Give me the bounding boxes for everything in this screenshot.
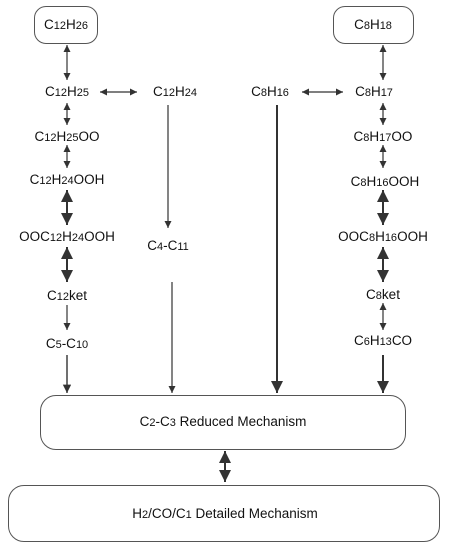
species-ooc12h24ooh: OOC12H24OOH xyxy=(19,229,115,244)
species-c4c11: C4-C11 xyxy=(147,238,189,253)
species-c6h13co: C6H13CO xyxy=(353,333,413,348)
species-ooc8h16ooh: OOC8H16OOH xyxy=(338,229,428,244)
species-c12h25oo: C12H25OO xyxy=(34,129,100,144)
species-c8h18: C8H18 xyxy=(354,17,392,32)
species-c8h16ooh: C8H16OOH xyxy=(350,174,420,189)
species-c12h26: C12H26 xyxy=(44,17,88,32)
species-c12h24: C12H24 xyxy=(153,84,197,99)
species-c8h17oo: C8H17OO xyxy=(353,129,413,144)
species-c8ket: C8ket xyxy=(366,287,400,302)
species-c12h25: C12H25 xyxy=(45,84,89,99)
detailed-mechanism-label: H2/CO/C1 Detailed Mechanism xyxy=(132,506,318,521)
detailed-mechanism-box xyxy=(8,485,440,542)
reduced-mechanism-box xyxy=(40,395,406,450)
species-c5c10: C5-C10 xyxy=(45,336,89,351)
species-c12ket: C12ket xyxy=(46,288,88,303)
reduced-mechanism-label: C2-C3 Reduced Mechanism xyxy=(139,414,307,429)
c8h18-box xyxy=(333,6,414,44)
c12h26-box xyxy=(34,6,98,44)
species-c12h24ooh: C12H24OOH xyxy=(29,172,105,187)
species-c8h17: C8H17 xyxy=(355,84,393,99)
species-c8h16: C8H16 xyxy=(251,84,289,99)
